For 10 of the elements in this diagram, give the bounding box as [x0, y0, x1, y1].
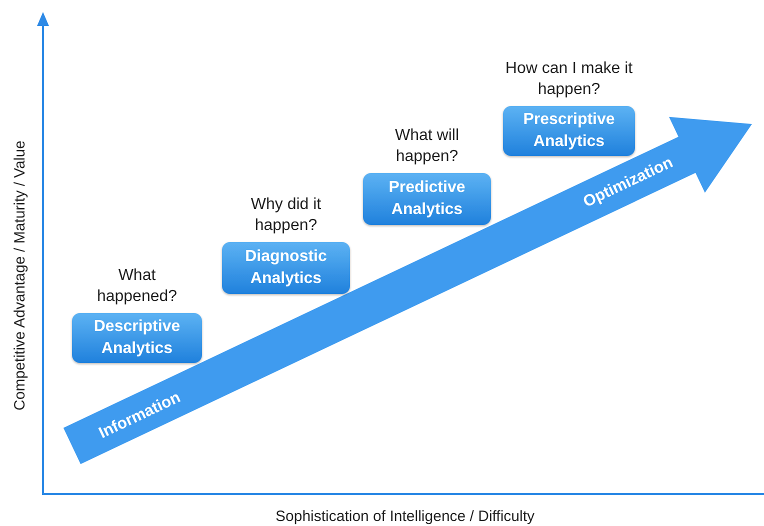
question-text: What happened? — [96, 266, 178, 307]
box-label: Predictive Analytics — [388, 178, 466, 220]
question-text: Why did it happen? — [250, 195, 322, 236]
question-text: What will happen? — [394, 126, 460, 167]
box-label: Diagnostic Analytics — [244, 247, 328, 289]
axis-title: Sophistication of Intelligence / Difficulty — [276, 508, 535, 524]
question-text: How can I make it happen? — [504, 59, 634, 100]
box-label: Descriptive Analytics — [92, 317, 182, 359]
box-label: Prescriptive Analytics — [522, 110, 616, 152]
axis-title: Competitive Advantage / Maturity / Value — [11, 140, 28, 410]
